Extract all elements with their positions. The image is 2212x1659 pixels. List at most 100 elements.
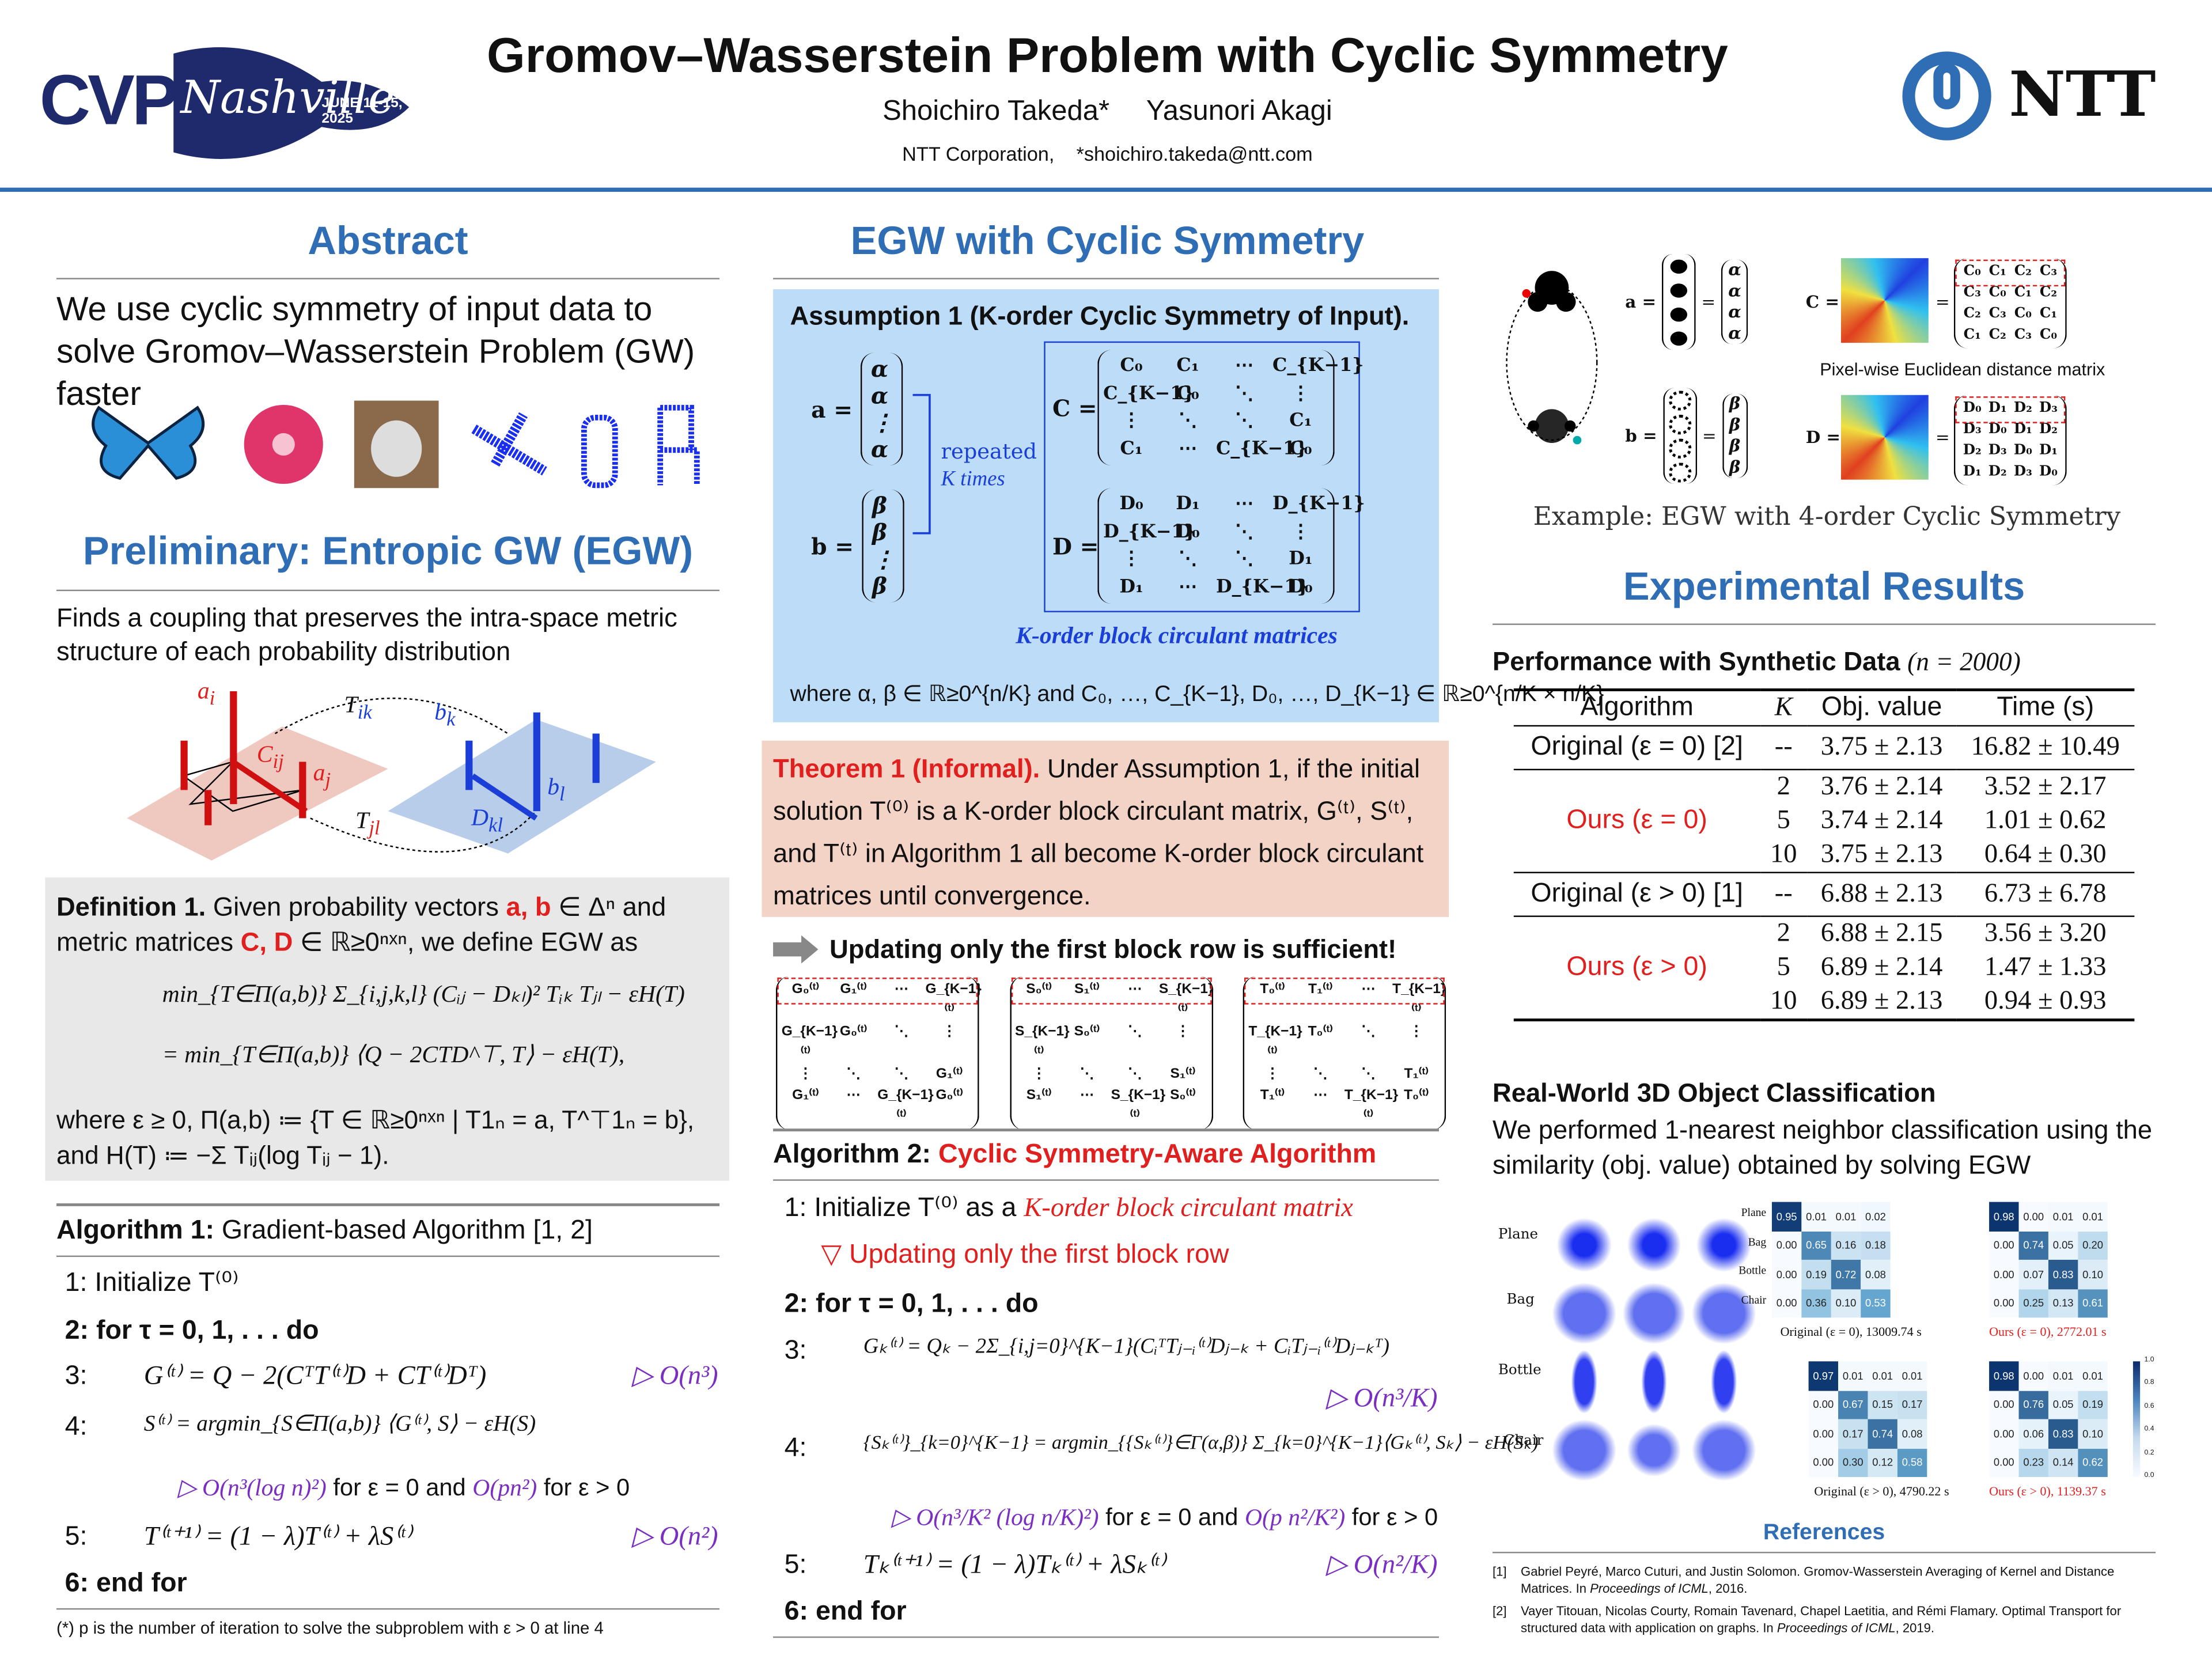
matrix-entry: C₁ xyxy=(1120,438,1143,460)
divider xyxy=(56,1203,719,1206)
assumption-title: Assumption 1 (K-order Cyclic Symmetry of… xyxy=(790,300,1410,331)
matrix-entry: G₁⁽ᵗ⁾ xyxy=(792,1088,819,1104)
class-label: Bag xyxy=(1506,1292,1535,1308)
sufficient-callout: Updating only the first block row is suf… xyxy=(773,934,1396,965)
cm-cell: 0.12 xyxy=(1868,1448,1897,1478)
matrix-entry: ⋮ xyxy=(1409,1024,1424,1040)
cm-cell: 0.17 xyxy=(1897,1390,1927,1419)
obj-cell: 6.89 ± 2.14 xyxy=(1820,952,1943,982)
ref-number: [1] xyxy=(1493,1564,1507,1579)
cm-cell: 0.05 xyxy=(2048,1230,2078,1260)
matrix-entry: D_{K−1} xyxy=(1216,576,1309,598)
divider xyxy=(773,1636,1439,1638)
matrix-entry: D₀ xyxy=(2013,442,2032,459)
obj-cell: 3.75 ± 2.13 xyxy=(1820,839,1943,869)
matrix-entry: ⋯ xyxy=(1179,438,1197,460)
matrix-entry: D₃ xyxy=(1963,422,1982,438)
algo-line: 2: for τ = 0, 1, . . . do xyxy=(784,1289,1039,1319)
algo-line-number: 5: xyxy=(65,1522,88,1552)
colorbar-tick: 0.8 xyxy=(2144,1378,2154,1388)
cvpr-logo: CVPR Nashville JUNE 11-15, 2025 xyxy=(40,40,421,164)
prelim-heading: Preliminary: Entropic GW (EGW) xyxy=(82,529,694,573)
distance-matrix-D xyxy=(1840,395,1929,480)
matrix-entry: S₁⁽ᵗ⁾ xyxy=(1170,1066,1196,1082)
bottle-pointcloud-icon xyxy=(1692,1350,1757,1413)
rw-text: We performed 1-nearest neighbor classifi… xyxy=(1493,1114,2153,1180)
matrix-entry: D_{K−1} xyxy=(1103,521,1196,543)
matrix-entry: ⋱ xyxy=(1361,1066,1376,1082)
bottle-pointcloud-icon xyxy=(1622,1350,1687,1413)
k-cell: 2 xyxy=(1777,771,1790,802)
divider xyxy=(56,1608,719,1610)
matrix-entry: ⋱ xyxy=(846,1066,861,1082)
matrix-entry: ⋱ xyxy=(894,1066,909,1082)
label-tik: Tik xyxy=(344,691,372,725)
matrix-entry: D₀ xyxy=(1289,576,1313,598)
matrix-entry: T₁⁽ᵗ⁾ xyxy=(1260,1088,1285,1104)
matrix-entry: C₁ xyxy=(1988,263,2006,279)
cm-cell: 0.01 xyxy=(1838,1361,1868,1391)
algo-line: 6: end for xyxy=(784,1597,907,1627)
definition-text: Definition 1. Given probability vectors … xyxy=(56,891,666,957)
matrix-entry: C₀ xyxy=(1176,382,1199,404)
cm-cell: 0.72 xyxy=(1831,1259,1861,1289)
cm-row-label: Bag xyxy=(1748,1235,1767,1248)
bag-pointcloud-icon xyxy=(1551,1281,1616,1344)
first-row-highlight xyxy=(1955,259,2066,287)
cm-cell: 0.16 xyxy=(1831,1230,1861,1260)
cm-cell: 0.00 xyxy=(1771,1289,1802,1318)
matrix-entry: T₁⁽ᵗ⁾ xyxy=(1308,982,1333,998)
complexity: O(p n²/K²) xyxy=(1245,1503,1346,1531)
cm-cell: 0.00 xyxy=(1989,1448,2019,1478)
block-matrix-T: T₀⁽ᵗ⁾T₁⁽ᵗ⁾⋯T_{K−1}⁽ᵗ⁾T_{K−1}⁽ᵗ⁾T₀⁽ᵗ⁾⋱⋮⋮⋱… xyxy=(1243,976,1446,1130)
algo1-body: 1: Initialize T⁽⁰⁾ 2: for τ = 0, 1, . . … xyxy=(65,1268,718,1599)
chair-pointcloud-icon xyxy=(1622,1418,1687,1482)
block-matrix-grid: T₀⁽ᵗ⁾T₁⁽ᵗ⁾⋯T_{K−1}⁽ᵗ⁾T_{K−1}⁽ᵗ⁾T₀⁽ᵗ⁾⋱⋮⋮⋱… xyxy=(1243,976,1446,1130)
egw-heading: EGW with Cyclic Symmetry xyxy=(850,218,1365,263)
algorithm-cell: Ours (ε = 0) xyxy=(1566,805,1707,835)
equals: = xyxy=(1936,427,1950,448)
matrix-entry: ⋮ xyxy=(942,1024,957,1040)
complexity: ▷ O(n²) xyxy=(632,1522,718,1552)
matrix-entry: ⋮ xyxy=(1265,1066,1280,1082)
time-cell: 6.73 ± 6.78 xyxy=(1984,878,2107,909)
column-header: Obj. value xyxy=(1821,692,1942,722)
complexity: O(pn²) xyxy=(472,1474,537,1501)
cm-cell: 0.30 xyxy=(1838,1448,1868,1478)
algo-line-number: 5: xyxy=(784,1550,807,1580)
obj-cell: 3.75 ± 2.13 xyxy=(1820,732,1943,762)
matrix-entry: D₁ xyxy=(1119,576,1143,598)
algo-line-number: 4: xyxy=(65,1412,88,1442)
cvpr-text: CVPR xyxy=(39,60,228,140)
bottle-pointcloud-icon xyxy=(1551,1350,1616,1413)
first-row-highlight xyxy=(1010,978,1211,1005)
class-label: Chair xyxy=(1503,1433,1544,1449)
obj-cell: 6.88 ± 2.13 xyxy=(1820,878,1943,909)
cm-cell: 0.00 xyxy=(1989,1419,2019,1448)
matrix-entry: D₁ xyxy=(1289,548,1313,570)
cm-cell: 0.14 xyxy=(2048,1448,2078,1478)
k-cell: 5 xyxy=(1777,952,1790,982)
cm-cell: 0.08 xyxy=(1897,1419,1927,1448)
matrix-entry: C₀ xyxy=(1963,263,1981,279)
cm-cell: 0.65 xyxy=(1801,1230,1831,1260)
matrix-C-label: C = xyxy=(1052,395,1097,422)
cm-cell: 0.83 xyxy=(2048,1259,2078,1289)
cm-cell: 0.00 xyxy=(1989,1289,2019,1318)
cm-cell: 0.00 xyxy=(1989,1259,2019,1289)
column-header: Time (s) xyxy=(1997,692,2094,722)
chair-pointcloud-icon xyxy=(657,404,700,486)
references-list: [1]Gabriel Peyré, Marco Cuturi, and Just… xyxy=(1493,1563,2158,1642)
authors: Shoichiro Takeda*Yasunori Akagi xyxy=(423,96,1792,128)
